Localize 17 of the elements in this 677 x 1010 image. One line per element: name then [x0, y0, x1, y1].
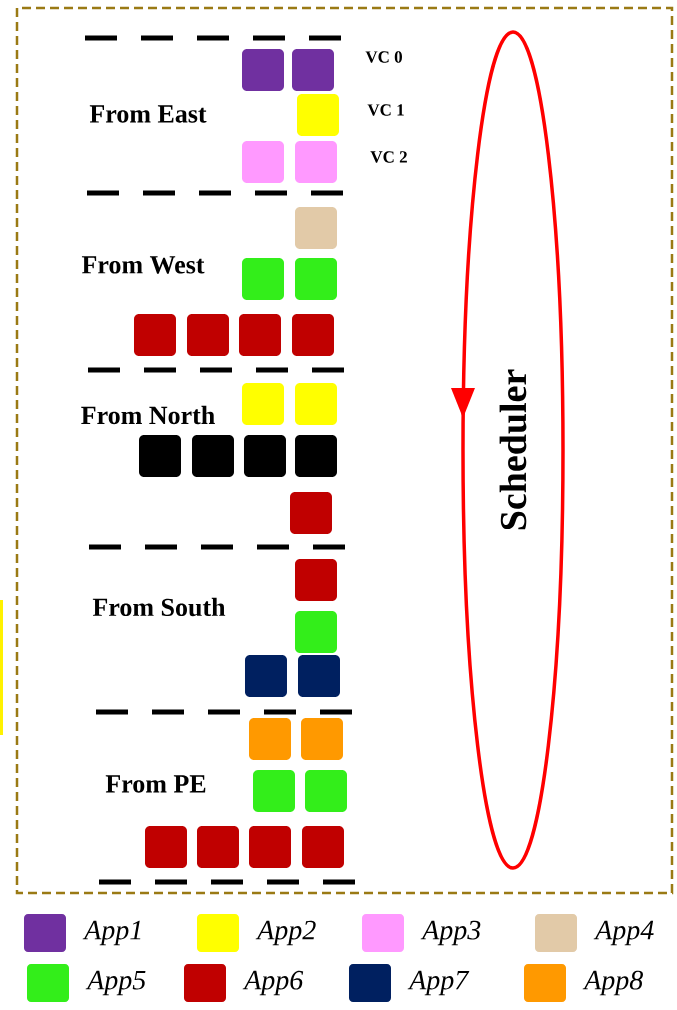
- scheduler-loop: Scheduler: [451, 30, 565, 870]
- port-label: From PE: [105, 775, 206, 793]
- vc-label: VC 2: [370, 151, 407, 163]
- port-label: From East: [89, 105, 207, 123]
- port-label: From North: [81, 405, 215, 425]
- legend-label: App1: [82, 920, 141, 946]
- legend-label: App8: [582, 970, 643, 996]
- vc-label: VC 0: [365, 51, 402, 63]
- legend-label: App5: [85, 970, 146, 996]
- legend-label: App3: [420, 920, 481, 946]
- legend-label: App2: [255, 920, 316, 946]
- legend-label: App6: [242, 970, 304, 996]
- port-label: From West: [81, 256, 205, 274]
- vc-label: VC 1: [367, 104, 404, 116]
- legend-label: App7: [407, 970, 470, 996]
- port-label: From South: [92, 597, 226, 617]
- legend-label: App4: [593, 920, 654, 946]
